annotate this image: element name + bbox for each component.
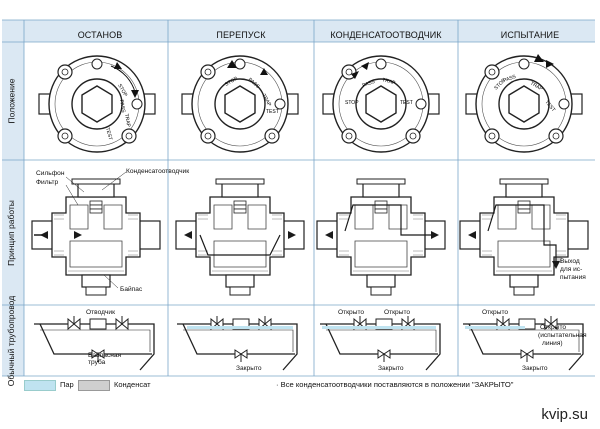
piping-label-open-a-trap: Открыто — [338, 309, 365, 316]
legend-label-condensate: Конденсат — [114, 380, 151, 389]
piping-label-closed-bypass: Закрыто — [236, 365, 262, 372]
column-header-test: ИСПЫТАНИЕ — [500, 30, 560, 40]
legend-swatch-steam — [24, 380, 56, 391]
section-trap — [316, 178, 446, 296]
section-bypass — [175, 178, 305, 296]
section-test — [459, 178, 589, 296]
piping-label-open-a-test: Открыто — [482, 309, 509, 316]
label-bellows: Сильфон — [36, 170, 65, 177]
column-header-trap: КОНДЕНСАТООТВОДЧИК — [330, 30, 442, 40]
dial-label-trap-3: TRAP — [381, 77, 396, 86]
piping-label-closed-trap: Закрыто — [378, 365, 404, 372]
piping-label-closed-test: Закрыто — [522, 365, 548, 372]
label-test-outlet-2: для ис- — [560, 266, 583, 273]
watermark: kvip.su — [541, 406, 588, 423]
piping-label-test-line-1: (испытательная — [538, 332, 587, 339]
piping-trap — [319, 315, 441, 371]
label-trap-part: Конденсатоотводчик — [126, 168, 190, 175]
label-test-outlet-1: Выход — [560, 258, 580, 265]
dial-label-trap-1: STOP — [345, 100, 359, 106]
dial-label-stop-4: TEST — [104, 127, 113, 141]
dial-stop — [38, 55, 156, 153]
piping-label-trap: Отводчик — [86, 309, 115, 316]
dial-trap — [322, 55, 440, 153]
dial-label-stop-3: TRAP — [123, 113, 131, 128]
piping-bypass — [176, 315, 298, 371]
legend-swatch-condensate — [78, 380, 110, 391]
section-stop — [31, 178, 161, 296]
piping-test — [462, 315, 584, 371]
piping-label-test-line-2: линия) — [542, 340, 563, 347]
piping-label-open-b-trap: Открыто — [384, 309, 411, 316]
dial-bypass — [181, 55, 299, 153]
dial-test — [465, 54, 583, 153]
dial-label-bypass-4: TEST — [266, 109, 279, 115]
dial-label-stop-2: PASS — [118, 99, 126, 113]
column-header-bypass: ПЕРЕПУСК — [216, 30, 266, 40]
legend-label-steam: Пар — [60, 380, 74, 389]
dial-label-trap-2: PASS — [362, 79, 377, 89]
piping-label-bypass-2: труба — [88, 359, 106, 366]
label-test-outlet-3: пытания — [560, 274, 586, 281]
piping-label-open-b-test: Открыто — [540, 324, 567, 331]
dial-label-trap-4: TEST — [400, 100, 413, 106]
piping-label-bypass-1: Байпасная — [88, 352, 122, 359]
dial-label-test-2: PASS — [503, 74, 518, 84]
delivery-note: · Все конденсатоотводчики поставляются в… — [276, 380, 514, 389]
column-header-stop: ОСТАНОВ — [77, 30, 123, 40]
label-bypass-part: Байпас — [120, 286, 143, 293]
label-filter: Фильтр — [36, 179, 59, 186]
